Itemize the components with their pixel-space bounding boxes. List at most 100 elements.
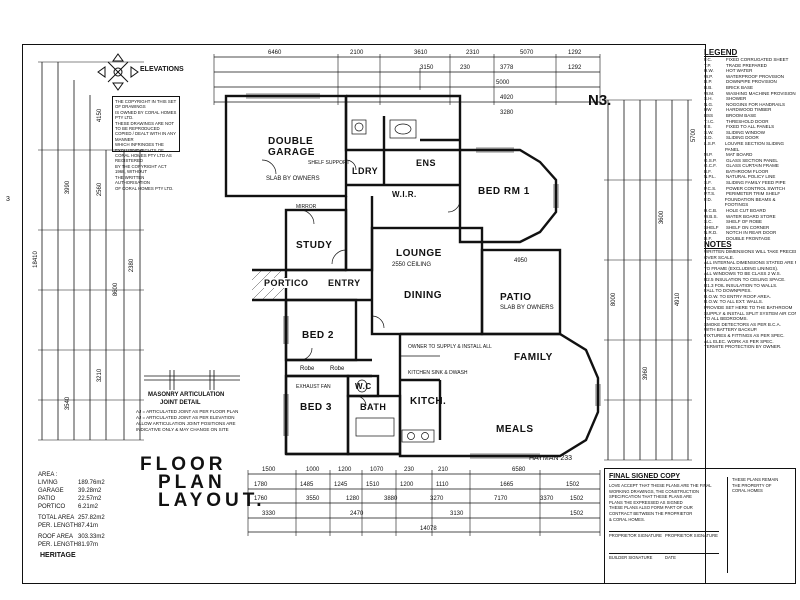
legend-row: T.P.TRADE PREPARED xyxy=(704,63,796,69)
dim-bottom: 1502 xyxy=(570,496,584,502)
dim-top: 1292 xyxy=(568,50,582,56)
legend-key: W.B.S. xyxy=(704,213,718,219)
note-line: R.O.W. TO ALL EXT. WALLS. xyxy=(704,299,764,305)
room-wc: W.C xyxy=(355,382,372,391)
note-line: R2.5 INSULATION TO CEILING SPACE. xyxy=(704,276,786,282)
dim-top: 3280 xyxy=(500,110,514,116)
copyright-line: CORAL HOMES PTY LTD AS REGISTERED xyxy=(115,153,172,164)
title-line-floor: FLOOR xyxy=(140,454,227,475)
copyright-line: COPIED / DEALT WITH IN ANY MANNER xyxy=(115,131,176,142)
signature-rule xyxy=(609,531,719,532)
legend-row: G.C.F.GLASS CURTAIN FRAME xyxy=(704,163,796,169)
dim-bottom: 3550 xyxy=(306,496,320,502)
legend-key: S.W. xyxy=(704,129,714,135)
dim-top: 3150 xyxy=(420,65,434,71)
legend-key: H.C.B. xyxy=(704,208,718,214)
dim-bottom: 1200 xyxy=(400,482,414,488)
legend-row: B.F.BATHROOM FLOOR xyxy=(704,169,796,175)
dim-top: 5000 xyxy=(496,80,510,86)
title-block-line: WORKING DRAWINGS, THE CONSTRUCTION xyxy=(609,488,700,494)
dim-bottom: 2470 xyxy=(350,511,364,517)
legend-row: H.C.B.HOLE CUT BOARD xyxy=(704,208,796,214)
legend-desc: WATERPROOF PROVISION xyxy=(726,73,785,79)
dim-bottom: 1200 xyxy=(338,467,352,473)
area-header: AREA : xyxy=(38,472,58,478)
title-block-heading: FINAL SIGNED COPY xyxy=(609,473,681,480)
legend-row: S.W.SLIDING WINDOW xyxy=(704,130,796,136)
signature-label: PROPRIETOR SIGNATURE xyxy=(665,533,718,538)
area-row: PORTICO 6.21m2 xyxy=(38,503,128,511)
area-value: 257.82m2 xyxy=(78,515,105,521)
dim-bottom: 3880 xyxy=(384,496,398,502)
area-label: PATIO xyxy=(38,496,56,502)
notes-panel: NOTES WRITTEN DIMENSIONS WILL TAKE PRECE… xyxy=(704,240,796,416)
dim-top: 4920 xyxy=(500,95,514,101)
legend-key: D.F. xyxy=(704,236,713,240)
title-line-layout: LAYOUT. xyxy=(158,490,266,511)
lounge-ceiling-note: 2550 CEILING xyxy=(392,262,432,268)
room-family: FAMILY xyxy=(514,352,553,363)
area-label: PORTICO xyxy=(38,504,66,510)
area-label: PER. LENGTH xyxy=(38,523,79,529)
dim-top: 1292 xyxy=(568,65,582,71)
note-line: OVER SCALE. xyxy=(704,254,735,260)
dim-bottom: 1485 xyxy=(300,482,314,488)
legend-desc: DOUBLE FRONTAGE xyxy=(726,236,771,240)
dim-top: 6460 xyxy=(268,50,282,56)
area-value: 303.33m2 xyxy=(78,534,105,540)
legend-key: N.G. xyxy=(704,101,714,107)
copyright-line: THESE DRAWINGS ARE NOT TO BE REPRODUCED xyxy=(115,120,174,132)
dim-bottom: 1000 xyxy=(306,467,320,473)
note-line: ALL INTERNAL DIMENSIONS STATED ARE FRAME xyxy=(704,260,796,266)
exhaust-fan-note: EXHAUST FAN xyxy=(296,384,331,390)
area-label: LIVING xyxy=(38,480,58,486)
legend-row: P.T.S. PERIMETER TRIM SHELF xyxy=(704,191,796,197)
area-label: PER. LENGTH xyxy=(38,542,79,548)
title-block-text: LOVE ACCEPT THAT THESE PLANS ARE THE FIN… xyxy=(609,483,719,522)
legend-key: BSS xyxy=(704,112,714,118)
legend-key: B.F. xyxy=(704,168,712,174)
area-value: 6.21m2 xyxy=(78,504,99,510)
legend-key: G.S.P. xyxy=(704,157,717,163)
dim-top: 3778 xyxy=(500,65,514,71)
legend-row: D.F. DOUBLE FRONTAGE xyxy=(704,236,796,240)
legend-key: D.P. xyxy=(704,79,713,85)
signature-label: PROPRIETOR SIGNATURE xyxy=(609,533,662,538)
kitchen-sink-note: KITCHEN SINK & DWASH xyxy=(408,370,468,376)
note-line: TO FRAME (EXCLUDING LININGS). xyxy=(704,265,779,271)
room-bath: BATH xyxy=(360,402,387,412)
legend-desc: SHELF OF ROBE xyxy=(726,219,763,225)
legend-desc: PERIMETER TRIM SHELF xyxy=(726,191,781,197)
dim-bottom: 1510 xyxy=(366,482,380,488)
legend-desc: WASHING MACHINE PROVISION xyxy=(726,90,796,96)
copyright-line: THE WRITTEN AUTHORISATION xyxy=(115,174,151,186)
legend-row: S.H.SHOWER xyxy=(704,96,796,102)
legend-row: N.R.D.NOTCH IN REAR DOOR xyxy=(704,230,796,236)
dim-top: 2100 xyxy=(350,50,364,56)
dim-bottom: 1665 xyxy=(500,482,514,488)
room-lounge: LOUNGE xyxy=(396,248,442,259)
room-portico: PORTICO xyxy=(264,278,309,288)
dim-bottom: 230 xyxy=(404,467,415,473)
area-label: TOTAL AREA xyxy=(38,515,75,521)
title-block-line: THESE PLANS ALSO FORM PART OF OUR xyxy=(609,505,693,511)
side-line: THESE PLANS REMAIN xyxy=(732,477,779,482)
legend-key: S.H. xyxy=(704,96,713,102)
legend-title: LEGEND xyxy=(704,48,738,57)
dim-bottom: 1500 xyxy=(262,467,276,473)
legend-key: N.R.D. xyxy=(704,230,718,236)
room-study: STUDY xyxy=(296,240,333,251)
legend-key: P.T.S. xyxy=(704,191,716,197)
legend-row: T.I.C.THRESHOLD DOOR xyxy=(704,119,796,125)
dim-bottom: 210 xyxy=(438,467,449,473)
room-wir: W.I.R. xyxy=(392,190,417,199)
legend-row: M.P.MAT BOARD xyxy=(704,152,796,158)
dim-top: 3610 xyxy=(414,50,428,56)
